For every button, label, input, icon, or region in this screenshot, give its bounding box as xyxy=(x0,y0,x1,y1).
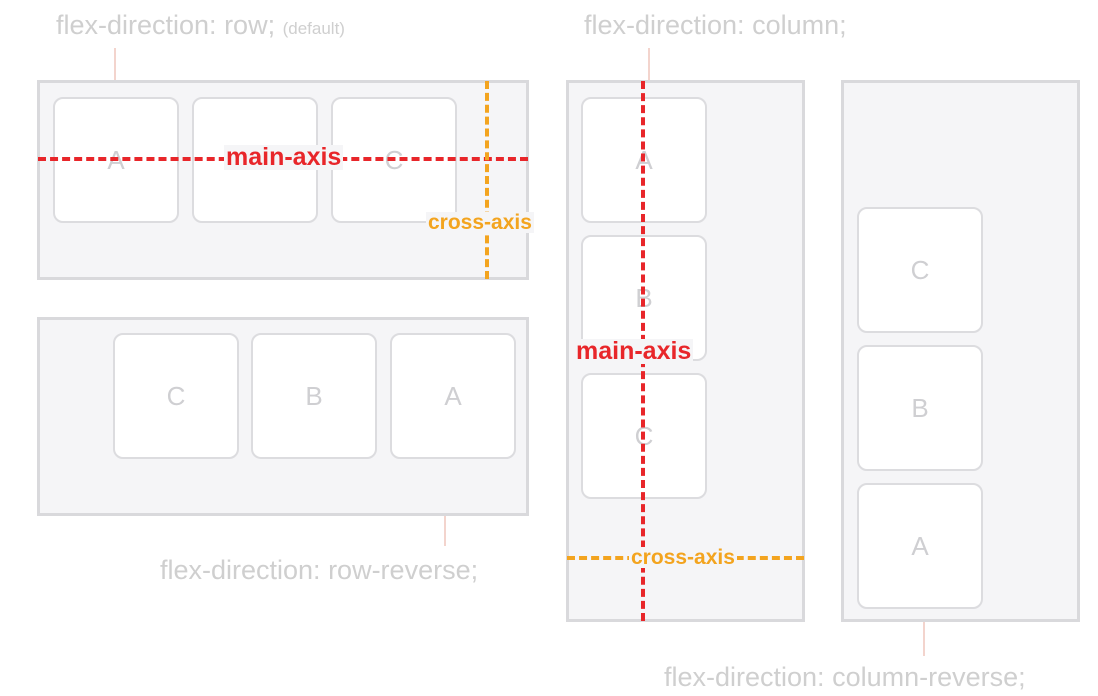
row-reverse-item-a: A xyxy=(390,333,516,459)
caption-column: flex-direction: column; xyxy=(584,10,847,40)
caption-row-default: (default) xyxy=(282,19,345,38)
column-reverse-item-c: C xyxy=(857,207,983,333)
caption-row: flex-direction: row; (default) xyxy=(56,12,345,39)
caption-column-reverse: flex-direction: column-reverse; xyxy=(664,662,1026,692)
caption-column-reverse-leader xyxy=(923,622,925,656)
column-main-axis-label: main-axis xyxy=(574,337,694,365)
column-reverse-item-b: B xyxy=(857,345,983,471)
row-cross-axis-label: cross-axis xyxy=(426,211,534,234)
row-main-axis-label: main-axis xyxy=(224,143,344,171)
caption-row-reverse-leader xyxy=(444,516,446,546)
container-row: A B C xyxy=(37,80,529,280)
column-reverse-item-a: A xyxy=(857,483,983,609)
row-reverse-item-b: B xyxy=(251,333,377,459)
row-reverse-item-c: C xyxy=(113,333,239,459)
column-cross-axis-label: cross-axis xyxy=(629,546,737,569)
caption-column-leader xyxy=(648,48,650,80)
container-row-reverse: C B A xyxy=(37,317,529,516)
caption-row-text: flex-direction: row; xyxy=(56,10,276,40)
caption-row-reverse: flex-direction: row-reverse; xyxy=(160,555,479,585)
row-cross-axis-line xyxy=(485,81,489,279)
caption-row-leader xyxy=(114,48,116,80)
container-column-reverse: C B A xyxy=(841,80,1080,622)
